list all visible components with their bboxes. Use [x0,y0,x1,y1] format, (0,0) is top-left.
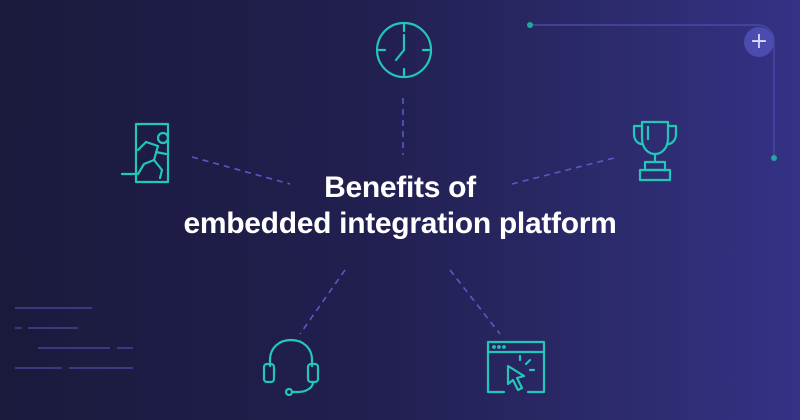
trophy-icon [632,120,678,182]
connector-bottom-right [449,269,501,335]
circuit-line [527,22,777,161]
connector-right [511,156,619,185]
connector-left [191,156,291,185]
title-line-1: Benefits of [324,171,476,204]
plus-button[interactable]: + [744,27,774,57]
clock-icon [375,21,433,79]
connector-bottom-left [299,269,346,335]
browser-click-icon [486,340,546,394]
plus-icon: + [749,29,769,54]
headset-icon [262,338,320,396]
speed-lines [15,307,133,369]
page-title: Benefits of embedded integration platfor… [0,170,800,242]
runner-exit-icon [120,122,170,184]
title-line-2: embedded integration platform [183,207,617,240]
